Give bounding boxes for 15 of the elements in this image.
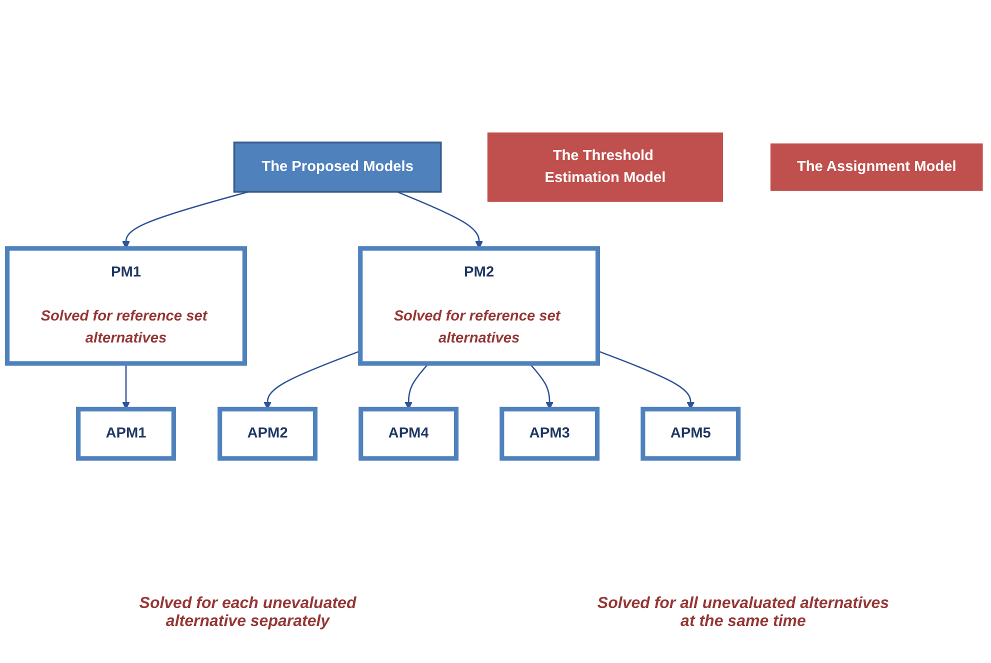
node-box: APM1 [76,406,176,461]
arrow [122,363,130,410]
note-text: Solved for all unevaluated alternatives at the same time [596,595,890,631]
arrow [404,363,430,410]
node-box: APM3 [500,406,600,461]
node-box: The Proposed Models [233,142,442,193]
note-text: Solved for each unevaluated alternative separately [138,595,358,631]
node-box: The Threshold Estimation Model [486,130,725,204]
arrow [529,363,554,410]
node-box: APM5 [640,406,741,461]
node-box: PM2 Solved for reference set alternatives [358,246,600,366]
node-box: PM1 Solved for reference set alternatives [5,246,247,366]
node-box: APM4 [358,406,459,461]
node-box: APM2 [218,406,318,461]
node-box: The Assignment Model [768,142,985,193]
